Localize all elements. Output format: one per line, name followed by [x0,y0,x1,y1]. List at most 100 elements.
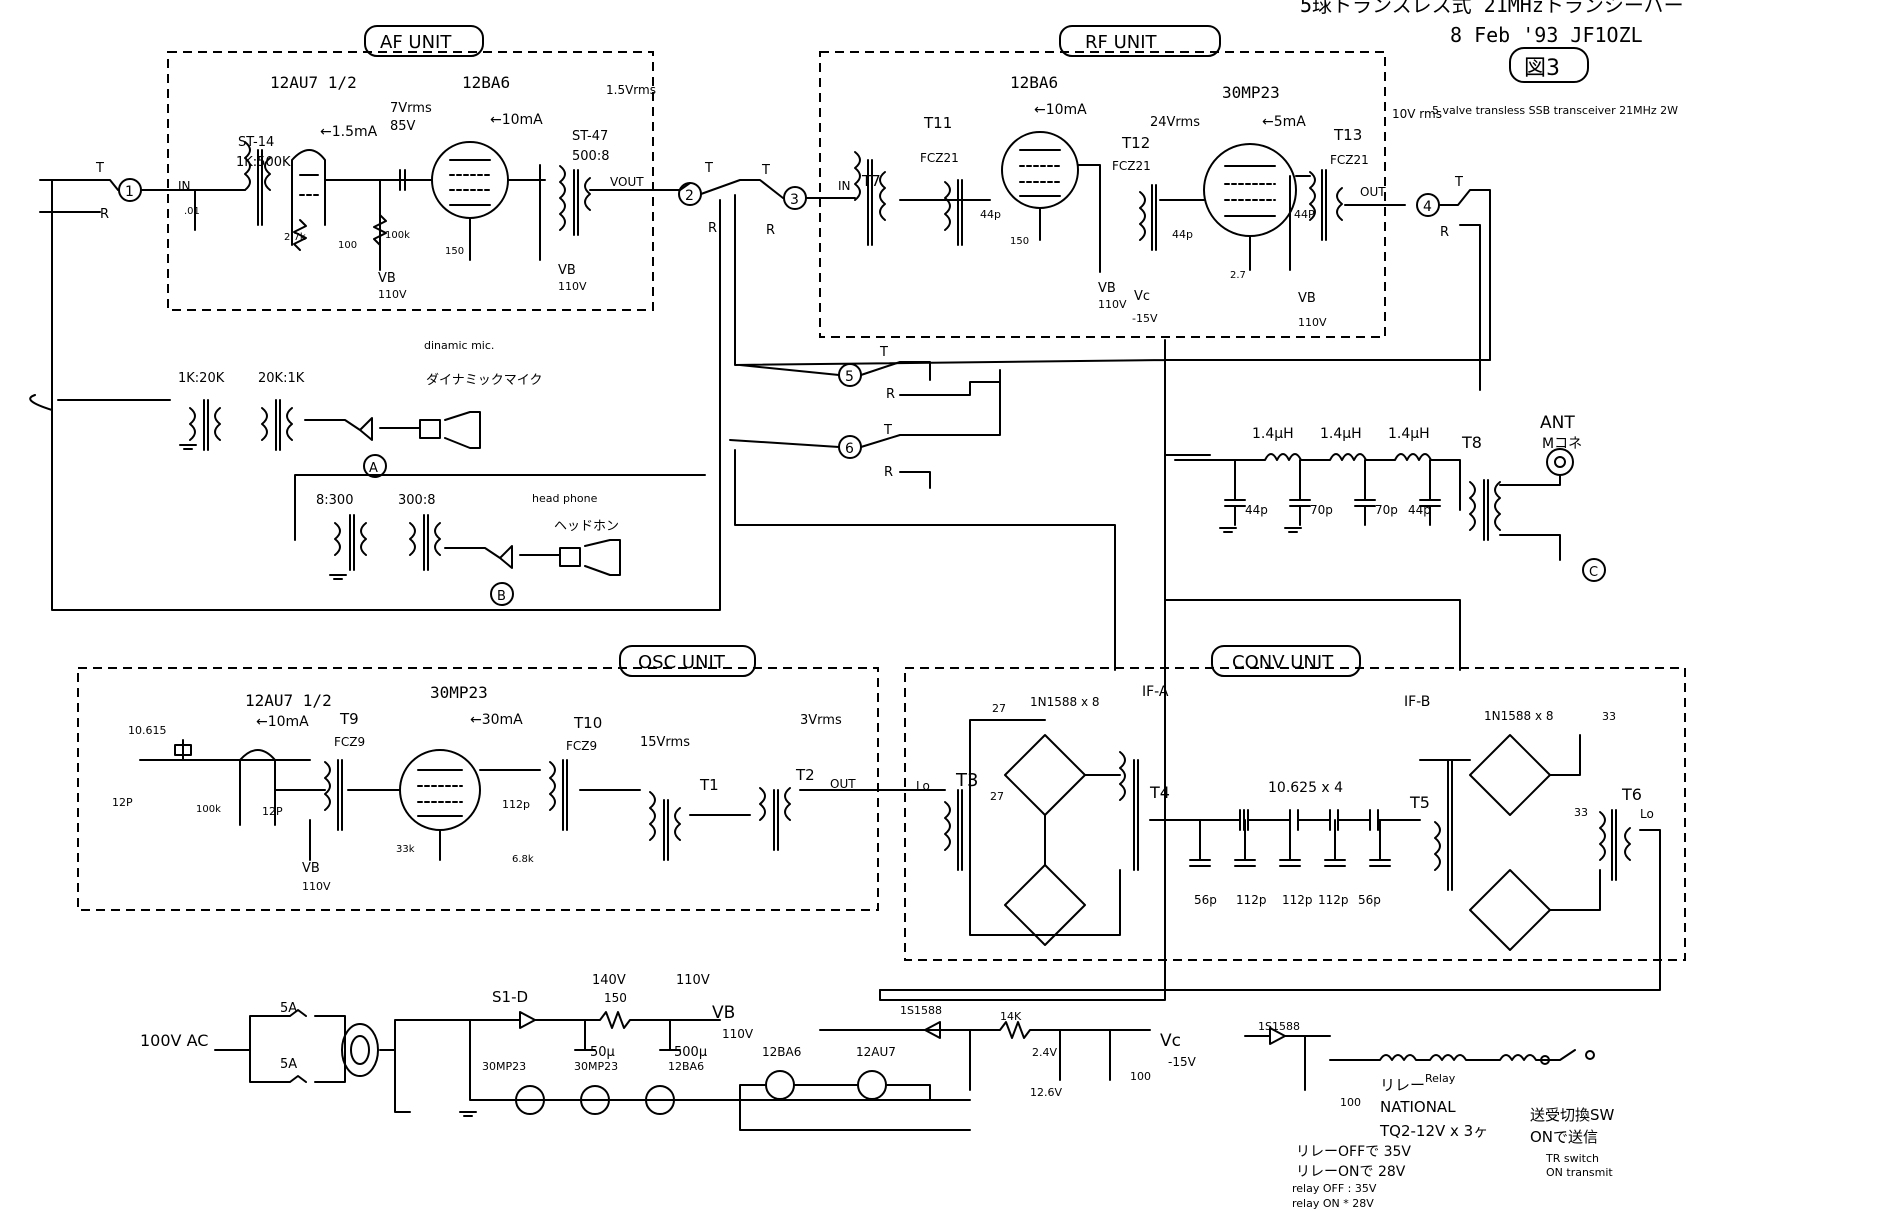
phone-marker-circle [490,582,514,606]
af-current2: ←10mA [490,112,543,128]
power-vb: VB [712,1003,735,1023]
switch-6[interactable]: 6 T R [729,379,1001,489]
conv-xtal: 10.625 x 4 [1268,780,1343,796]
rf-c44p: 44p [980,208,1001,221]
osc-unit-frame [77,667,879,911]
osc-c12p2: 12P [262,805,283,818]
af-unit-frame [167,51,654,311]
relay-sw-en: TR switch [1545,1152,1599,1165]
power-diode3: 1S1588 [1258,1020,1300,1033]
osc-crystal: 10.615 [128,724,167,737]
switch-2[interactable]: 2 T R [678,161,717,236]
conv-lo2: Lo [1640,807,1654,821]
osc-out-label: OUT [830,777,856,791]
af-volts-out: 1.5Vrms [606,83,656,97]
conv-c56b: 56p [1358,893,1381,907]
power-heater5: 12AU7 [856,1045,896,1059]
af-c01: .01 [184,206,200,217]
power-diode1: S1-D [492,988,528,1006]
power-vc: Vc [1160,1031,1181,1051]
mic-label-jp: ダイナミックマイク [426,373,542,388]
rf-tube2-envelope [1203,143,1297,237]
conv-t4: T4 [1149,783,1170,802]
osc-current2: ←30mA [470,712,523,728]
osc-tube2: 30MP23 [430,683,488,702]
rf-c44p2: 44p [1172,228,1193,241]
rf-vb2-val: 110V [1298,316,1327,329]
mic-marker-circle [363,454,387,478]
af-tube2-label: 12BA6 [462,73,510,92]
osc-r33k: 33k [396,844,415,855]
osc-vb-val: 110V [302,880,331,893]
af-vb-val: 110V [378,288,407,301]
switch-5-t: T [879,345,888,360]
relay-label-en: Relay [1425,1072,1456,1085]
osc-c112p: 112p [502,798,530,811]
mic-marker: A [369,461,378,476]
rf-vc-val: -15V [1132,312,1158,325]
phone-marker: B [497,589,506,604]
relay-sw-en2: ON transmit [1546,1166,1613,1179]
switch-1[interactable]: 1 T R [39,161,161,222]
osc-r100k: 100k [196,804,221,815]
power-c50: 50μ [590,1045,615,1060]
osc-t9: T9 [339,710,359,728]
af-r100k: 100k [385,230,410,241]
power-c100b: 100 [1340,1096,1361,1109]
switch-3[interactable]: 3 T R [700,163,851,238]
switch-4-t: T [1454,175,1463,190]
mic-circuit: 1K:20K 20K:1K dinamic mic. ダイナミックマイク A [178,339,542,478]
osc-tube2-envelope [399,749,481,831]
rf-current2: ←5mA [1262,114,1306,130]
conv-t6: T6 [1621,785,1642,804]
rf-t7: T7 [861,172,881,190]
power-vb-val: 110V [722,1027,754,1041]
rf-t11: T11 [923,114,952,132]
power-ac: 100V AC [140,1031,208,1050]
conv-r27b: 27 [990,790,1004,803]
conv-c112a: 112p [1236,893,1267,907]
rf-t11-part: FCZ21 [920,151,959,165]
switch-5[interactable]: 5 T R [739,345,1001,402]
af-c100: 100 [338,240,357,251]
rf-vb-val: 110V [1098,298,1127,311]
conv-c112c: 112p [1318,893,1349,907]
af-vb2-val: 110V [558,280,587,293]
switch-5-r: R [886,387,895,402]
af-out-label: VOUT [610,175,644,189]
osc-c12p: 12P [112,796,133,809]
conv-if-b: IF-B [1404,694,1430,710]
rf-t13-part: FCZ21 [1330,153,1369,167]
osc-vb: VB [302,861,320,876]
relay-maker: NATIONAL [1380,1098,1456,1116]
rf-tube2-label: 30MP23 [1222,83,1280,102]
switch-4-r: R [1440,225,1449,240]
rf-in-label: IN [838,179,851,193]
relay-section: リレー Relay NATIONAL TQ2-12V x 3ヶ リレーOFFで … [1292,1072,1615,1210]
conv-if-a: IF-A [1142,684,1169,700]
power-fuse1: 5A [280,1001,297,1016]
conv-unit-frame [904,667,1686,961]
switch-6-t: T [883,423,892,438]
relay-label-jp: リレー [1380,1076,1425,1094]
power-vc-val: -15V [1168,1055,1197,1069]
filter-t8: T8 [1461,433,1482,452]
switch-3-t: T [761,163,770,178]
af-volts1: 7Vrms [390,101,432,116]
af-vb2: VB [558,263,576,278]
af-xfmr-out-name: ST-47 [572,129,608,144]
relay-off-jp: リレーOFFで 35V [1296,1144,1411,1160]
rf-unit-label: RF UNIT [1085,32,1158,53]
switch-4[interactable]: 4 T R [1416,175,1491,391]
rf-unit: 12BA6 30MP23 T11 FCZ21 T12 FCZ21 T13 FCZ… [838,73,1442,329]
conv-r33a: 33 [1602,710,1616,723]
power-supply: 100V AC 5A 5A S1-D 140V 110V 150 50μ 500… [140,973,1595,1131]
phone-label-jp: ヘッドホン [554,519,619,534]
ant-marker-circle [1582,558,1606,582]
osc-r68k: 6.8k [512,854,534,865]
phone-ratio2: 300:8 [398,493,435,508]
conv-diodes2: 1N1588 x 8 [1484,709,1554,723]
power-fuse2: 5A [280,1057,297,1072]
af-xfmr-in-ratio: 1K:500K [236,155,291,170]
